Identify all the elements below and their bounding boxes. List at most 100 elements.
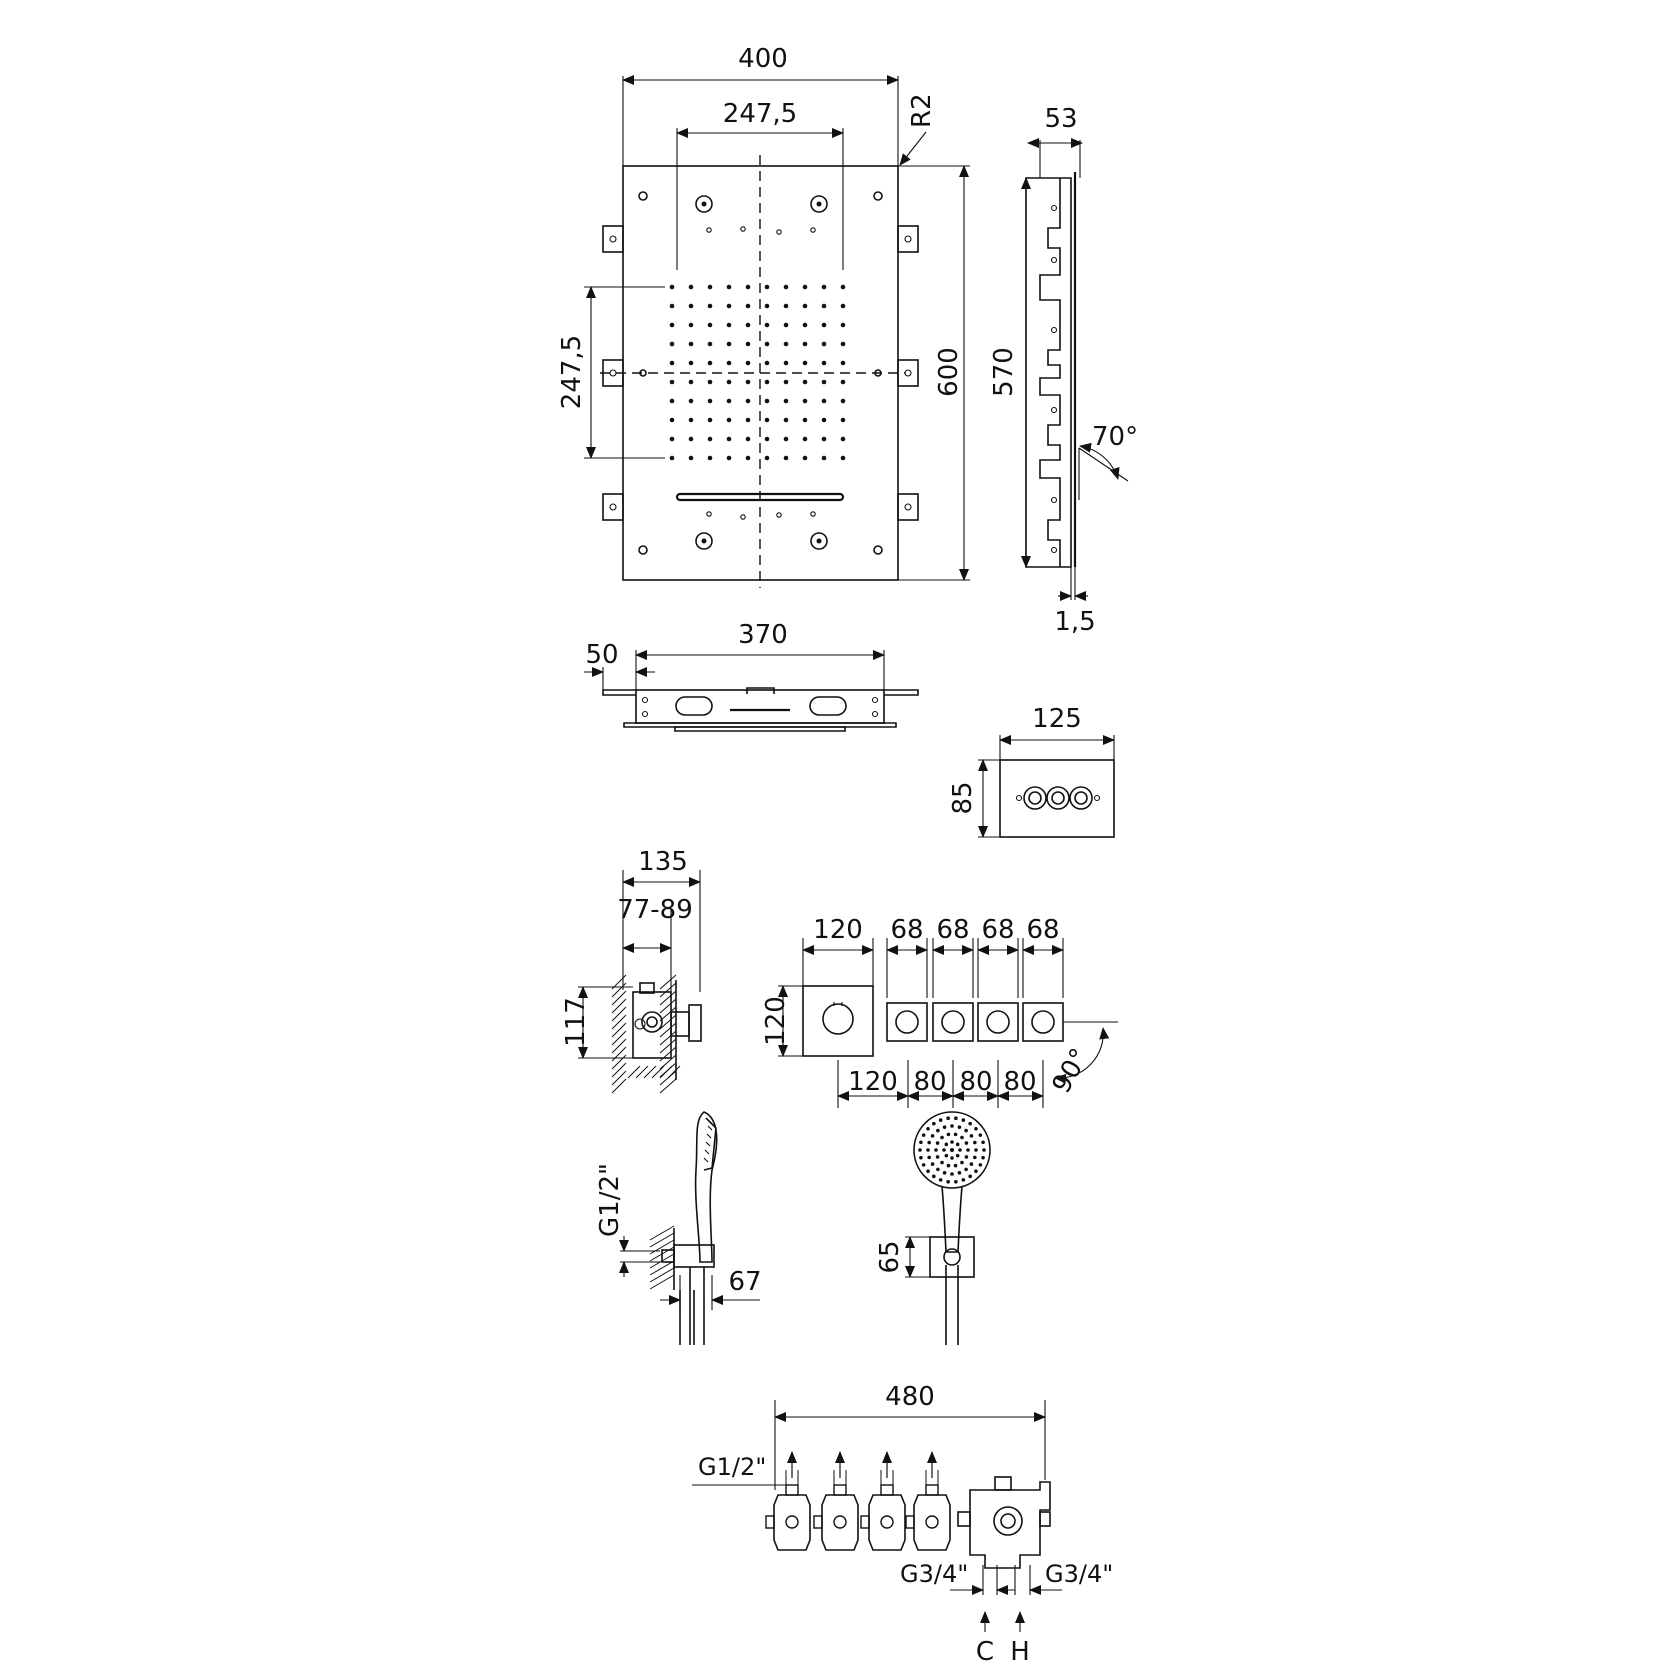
- cartridge-center: [833, 1515, 847, 1529]
- wall-hatch-line: [611, 1022, 627, 1038]
- outlet-stub: [833, 1484, 847, 1496]
- spray-hole: [919, 1140, 923, 1145]
- spray-hole: [946, 1132, 951, 1137]
- wall-hatch-line: [611, 982, 627, 998]
- wall-hatch-line: [659, 1046, 677, 1062]
- nozzle-dot: [783, 379, 789, 385]
- control-height-label: 85: [948, 781, 978, 814]
- nozzle-dot: [726, 417, 732, 423]
- wall-hatch-line: [635, 1065, 649, 1079]
- wall-hatch-line: [651, 1065, 665, 1079]
- spray-hole: [946, 1163, 951, 1168]
- spray-hole: [930, 1134, 935, 1138]
- spray-hole: [926, 1126, 930, 1131]
- wall-hatch-line: [659, 998, 677, 1014]
- spray-hole: [974, 1169, 978, 1174]
- side-port: [813, 1515, 823, 1529]
- nozzle-dot: [783, 398, 789, 404]
- nozzle-dot: [821, 379, 827, 385]
- spray-hole: [955, 1153, 960, 1158]
- nozzle-dot: [669, 455, 675, 461]
- nozzle-dot: [688, 379, 694, 385]
- nozzle-dot: [783, 322, 789, 328]
- trim-top-3: 68: [981, 915, 1014, 945]
- spray-hole: [954, 1179, 958, 1184]
- spray-hole: [930, 1162, 935, 1166]
- nozzle-dot: [821, 417, 827, 423]
- nozzle-height-label: 247,5: [557, 335, 587, 409]
- wall-hatch-line: [659, 1022, 677, 1038]
- spray-hole: [927, 1155, 931, 1160]
- nozzle-dot: [840, 455, 846, 461]
- trim-bottom-1: 80: [913, 1067, 946, 1097]
- spray-hole: [926, 1148, 930, 1152]
- spray-hole: [953, 1132, 958, 1137]
- spray-hole: [940, 1160, 944, 1165]
- side-angle-label: 70°: [1092, 422, 1138, 452]
- nozzle-dot: [821, 341, 827, 347]
- nozzle-dot: [688, 398, 694, 404]
- valve-height-label: 117: [561, 997, 591, 1047]
- control-width-label: 125: [1032, 704, 1082, 734]
- nozzle-dot: [726, 379, 732, 385]
- nozzle-width-label: 247,5: [723, 99, 797, 129]
- nozzle-dot: [783, 303, 789, 309]
- nozzle-dot: [669, 379, 675, 385]
- nozzle-dot: [688, 436, 694, 442]
- spray-hole: [955, 1142, 960, 1147]
- manifold-inlet-right-label: G3/4": [1045, 1560, 1113, 1588]
- nozzle-dot: [688, 341, 694, 347]
- nozzle-dot: [745, 360, 751, 366]
- nozzle-dot: [783, 284, 789, 290]
- nozzle-dot: [840, 341, 846, 347]
- nozzle-dot: [821, 436, 827, 442]
- spray-hole: [978, 1163, 983, 1167]
- diverter-knob-icon: [986, 1010, 1010, 1034]
- diverter-button: [1022, 1002, 1064, 1042]
- box-flange-label: 50: [585, 640, 618, 670]
- diverter-button: [886, 1002, 928, 1042]
- nozzle-dot: [688, 303, 694, 309]
- cartridge-center: [880, 1515, 894, 1529]
- panel-width-label: 400: [738, 44, 788, 74]
- mounting-tabs: [602, 225, 919, 521]
- wall-hatch-line: [611, 990, 627, 1006]
- panel-height-label: 600: [934, 347, 964, 397]
- nozzle-dot: [821, 360, 827, 366]
- side-port: [905, 1515, 915, 1529]
- spray-hole: [957, 1171, 962, 1175]
- nozzle-dot: [726, 455, 732, 461]
- diverter-button: [977, 1002, 1019, 1042]
- nozzle-dot: [707, 379, 713, 385]
- spray-hole: [927, 1140, 931, 1145]
- spray-hole: [961, 1178, 966, 1182]
- nozzle-dot: [688, 417, 694, 423]
- nozzle-dot: [726, 284, 732, 290]
- side-port: [860, 1515, 870, 1529]
- nozzle-dot: [688, 322, 694, 328]
- spray-hole: [921, 1163, 926, 1167]
- nozzle-dot: [707, 284, 713, 290]
- diverter-cartridge: [913, 1494, 951, 1551]
- nozzle-dot: [840, 284, 846, 290]
- spray-hole: [960, 1160, 964, 1165]
- diverter-cartridge: [821, 1494, 859, 1551]
- spray-hole: [960, 1135, 964, 1140]
- nozzle-dot: [669, 398, 675, 404]
- radius-label: R2: [907, 93, 937, 128]
- spray-hole: [921, 1133, 926, 1137]
- nozzle-dot: [745, 322, 751, 328]
- nozzle-dot: [783, 455, 789, 461]
- nozzle-dot: [688, 455, 694, 461]
- spray-hole: [981, 1140, 985, 1145]
- spray-hole: [978, 1133, 983, 1137]
- wall-hatch-line: [659, 974, 677, 990]
- nozzle-dot: [802, 284, 808, 290]
- diverter-knob-icon: [1031, 1010, 1055, 1034]
- nozzle-dot: [745, 284, 751, 290]
- spray-hole: [958, 1148, 962, 1152]
- spray-hole: [982, 1148, 986, 1152]
- outlet-stub: [785, 1484, 799, 1496]
- nozzle-dot: [745, 436, 751, 442]
